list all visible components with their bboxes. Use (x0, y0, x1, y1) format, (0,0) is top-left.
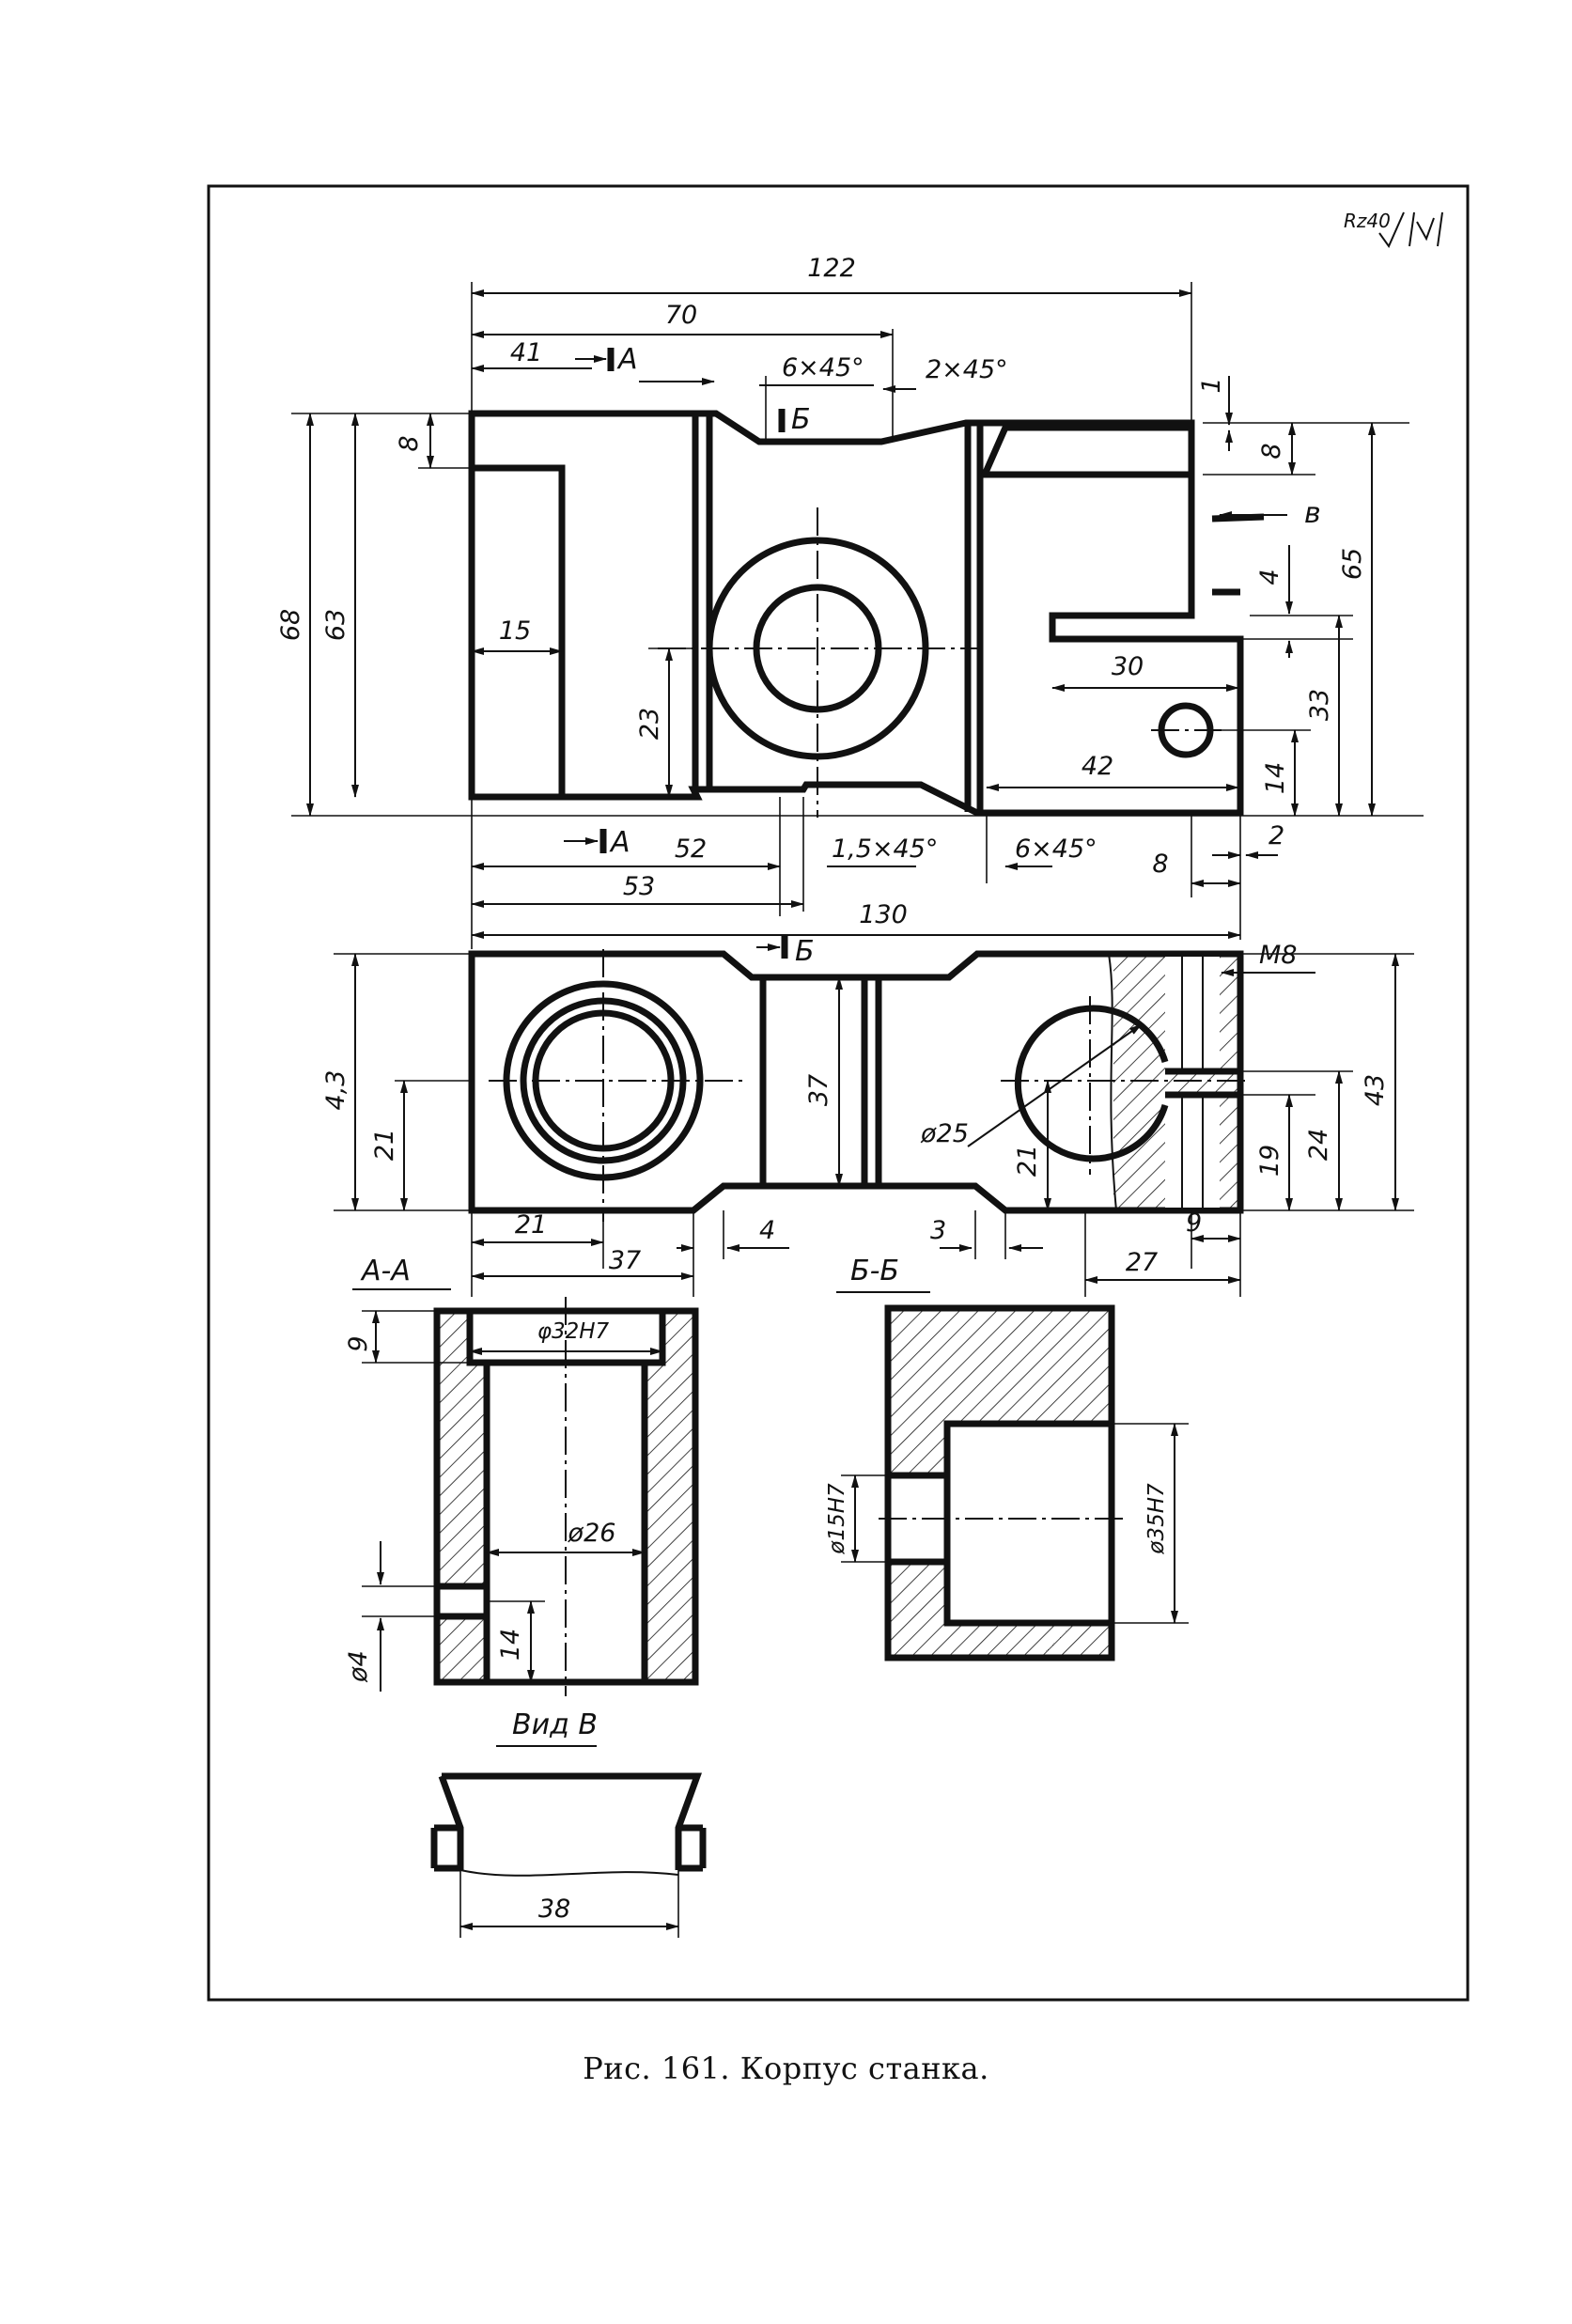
section-bb-title: Б-Б (850, 1255, 899, 1287)
dim-30: 30 (1112, 652, 1144, 681)
dim-19: 19 (1255, 1145, 1284, 1177)
dim-3: 3 (930, 1216, 946, 1245)
top-view: Б 4,3 21 37 ø25 21 M8 19 24 43 21 37 4 3 (321, 935, 1414, 1297)
dim-27: 27 (1126, 1248, 1158, 1277)
dim-phi32h7: φ32H7 (537, 1319, 610, 1344)
section-a-top-label: A (616, 343, 638, 376)
dim-41: 41 (510, 338, 542, 367)
dim-phi26: ø26 (568, 1519, 616, 1548)
figure-caption: Рис. 161. Корпус станка. (583, 2051, 989, 2086)
dim-9-aa: 9 (344, 1335, 373, 1351)
dim-42: 42 (1082, 752, 1113, 781)
section-a-bottom-label: A (609, 826, 630, 859)
view-v-title: Вид В (512, 1708, 598, 1741)
dim-43-right: 43 (1361, 1074, 1390, 1106)
dim-4: 4 (1255, 569, 1284, 585)
view-v-label: в (1304, 497, 1321, 530)
dim-2: 2 (1268, 821, 1284, 850)
dim-14: 14 (1261, 762, 1290, 794)
dim-43-left: 4,3 (321, 1070, 350, 1111)
dim-52: 52 (675, 834, 707, 864)
roughness-label: Rz40 (1344, 210, 1391, 232)
front-view: 122 70 41 A 6×45° 2×45° Б 68 63 8 15 23 … (276, 254, 1424, 949)
dim-21-bottom: 21 (515, 1210, 547, 1240)
roughness-mark: Rz40 (1344, 210, 1443, 249)
section-bb: Б-Б ø15H7 ø35H7 (825, 1255, 1189, 1661)
dim-63: 63 (321, 609, 350, 641)
dim-8-right: 8 (1257, 443, 1286, 459)
section-b-top-label: Б (791, 403, 811, 436)
dim-8-left: 8 (395, 435, 424, 451)
dim-phi15h7: ø15H7 (825, 1483, 849, 1555)
dim-phi35h7: ø35H7 (1144, 1483, 1169, 1555)
dim-4-top-view: 4 (759, 1216, 775, 1245)
section-aa-title: А-А (360, 1255, 411, 1287)
dim-33: 33 (1305, 689, 1334, 721)
dim-14-aa: 14 (496, 1629, 525, 1661)
top-counterbore (1014, 1005, 1169, 1162)
dim-1: 1 (1197, 377, 1226, 393)
dim-37-bottom: 37 (609, 1246, 641, 1275)
dim-8-bottom: 8 (1152, 850, 1168, 879)
dim-21-right: 21 (1013, 1145, 1042, 1177)
dim-15: 15 (499, 616, 531, 646)
dim-65: 65 (1338, 548, 1367, 580)
section-aa: А-А 9 φ32H7 ø26 14 ø4 (344, 1255, 699, 1696)
dim-24: 24 (1304, 1129, 1333, 1161)
dim-9-top-view: 9 (1186, 1209, 1202, 1238)
dim-37-mid: 37 (804, 1074, 833, 1106)
drawing-frame (207, 184, 1470, 2002)
dim-phi-25: ø25 (920, 1119, 969, 1148)
dim-23: 23 (635, 708, 664, 740)
dim-130: 130 (859, 900, 908, 929)
dim-phi4: ø4 (344, 1650, 373, 1683)
dim-70: 70 (665, 301, 697, 330)
section-b-top-view-label: Б (795, 935, 815, 968)
dim-chamfer-6x45-bottom: 6×45° (1015, 834, 1097, 864)
dim-53: 53 (623, 872, 655, 901)
dim-21-left: 21 (370, 1129, 399, 1161)
dim-122: 122 (807, 254, 856, 283)
dim-chamfer-1-5x45: 1,5×45° (832, 834, 938, 864)
dim-chamfer-2x45: 2×45° (926, 355, 1008, 384)
dim-38: 38 (538, 1895, 570, 1924)
dim-68: 68 (276, 609, 305, 641)
dim-m8: M8 (1259, 941, 1297, 970)
dim-chamfer-6x45-top: 6×45° (782, 353, 864, 382)
view-v: Вид В 38 (430, 1708, 707, 1938)
